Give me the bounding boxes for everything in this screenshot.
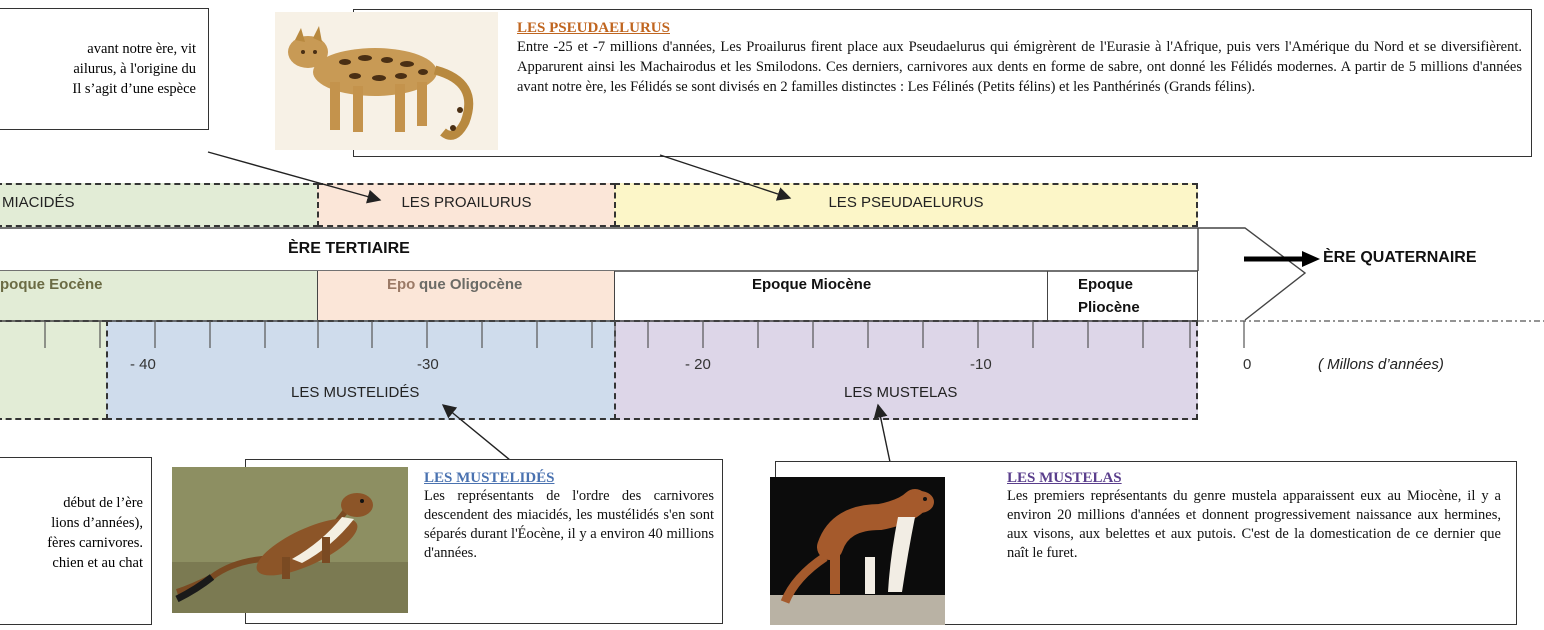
bottom-left-line-1: début de l’ère <box>63 495 143 511</box>
pseudaelurus-title: LES PSEUDAELURUS <box>517 20 670 36</box>
band-mustelas-label: LES MUSTELAS <box>844 384 958 401</box>
pseudaelurus-cat-image <box>275 12 498 150</box>
arrow-to-mustelas <box>873 403 891 463</box>
stoat-photo-illustration <box>770 477 945 625</box>
band-proailurus-label: LES PROAILURUS <box>401 194 532 211</box>
bottom-left-line-3: fères carnivores. <box>47 535 143 551</box>
pseudaelurus-text: Entre -25 et -7 millions d'années, Les P… <box>517 39 1522 95</box>
top-left-line-1: avant notre ère, vit <box>87 41 196 57</box>
axis-unit-label: ( Millons d’années) <box>1318 356 1444 373</box>
mustelides-title: LES MUSTELIDÉS <box>424 470 555 486</box>
band-miacides-label: MIACIDÉS <box>2 194 75 211</box>
tick-label-minus-20: - 20 <box>685 356 711 373</box>
band-pseudaelurus-label: LES PSEUDAELURUS <box>828 194 984 211</box>
bottom-left-text-box: début de l’ère lions d’années), fères ca… <box>0 457 152 625</box>
epoch-pliocene-label-1: Epoque <box>1078 276 1133 293</box>
arrow-to-pseudaelurus <box>659 154 792 201</box>
band-pseudaelurus: LES PSEUDAELURUS <box>614 183 1198 227</box>
band-miacides: MIACIDÉS <box>0 183 319 227</box>
era-quaternaire-label: ÈRE QUATERNAIRE <box>1323 249 1477 266</box>
epoch-oligocene-label-a: Epo <box>387 276 416 293</box>
epoch-pliocene-label-2: Pliocène <box>1078 299 1140 316</box>
top-left-line-3: Il s’agit d’une espèce <box>72 81 196 97</box>
epoch-oligocene: Epo que Oligocène <box>318 271 615 321</box>
top-left-line-2: ailurus, à l'origine du <box>73 61 196 77</box>
mustelas-text: Les premiers représentants du genre must… <box>1007 488 1501 561</box>
mustelas-stoat-image <box>770 477 945 625</box>
era-tertiaire-label: ÈRE TERTIAIRE <box>288 240 410 257</box>
mustelas-title: LES MUSTELAS <box>1007 470 1122 486</box>
epoch-miocene-label: Epoque Miocène <box>752 276 872 293</box>
band-mustelides-label: LES MUSTELIDÉS <box>291 384 420 401</box>
arrow-to-proailurus <box>207 151 382 204</box>
bottom-left-line-2: lions d’années), <box>51 515 143 531</box>
tick-label-minus-40: - 40 <box>130 356 156 373</box>
top-left-text-box: avant notre ère, vit ailurus, à l'origin… <box>0 8 209 130</box>
arrow-to-mustelides <box>441 404 511 461</box>
epoch-eocene-label: poque Eocène <box>0 276 103 293</box>
epoch-pliocene: Epoque Pliocène <box>1048 271 1198 321</box>
epoch-miocene: Epoque Miocène <box>615 271 1048 321</box>
mustelides-weasel-image <box>172 467 408 613</box>
mustelides-text: Les représentants de l'ordre des carnivo… <box>424 488 714 561</box>
arrow-right-icon <box>1244 251 1320 267</box>
tick-label-zero: 0 <box>1243 356 1252 373</box>
pseudaelurus-box-content: LES PSEUDAELURUS Entre -25 et -7 million… <box>517 20 1522 97</box>
pseudaelurus-text-box <box>353 9 1532 157</box>
epoch-oligocene-label-b: que Oligocène <box>419 276 523 293</box>
ocelot-illustration <box>288 26 474 140</box>
time-axis <box>0 320 1544 348</box>
epoch-eocene: poque Eocène <box>0 271 318 321</box>
weasel-photo-illustration <box>172 467 408 613</box>
bottom-left-line-4: chien et au chat <box>52 555 143 571</box>
tick-label-minus-30: -30 <box>417 356 439 373</box>
mustelides-box-content: LES MUSTELIDÉS Les représentants de l'or… <box>424 470 714 563</box>
tick-label-minus-10: -10 <box>970 356 992 373</box>
mustelas-box-content: LES MUSTELAS Les premiers représentants … <box>1007 470 1501 563</box>
